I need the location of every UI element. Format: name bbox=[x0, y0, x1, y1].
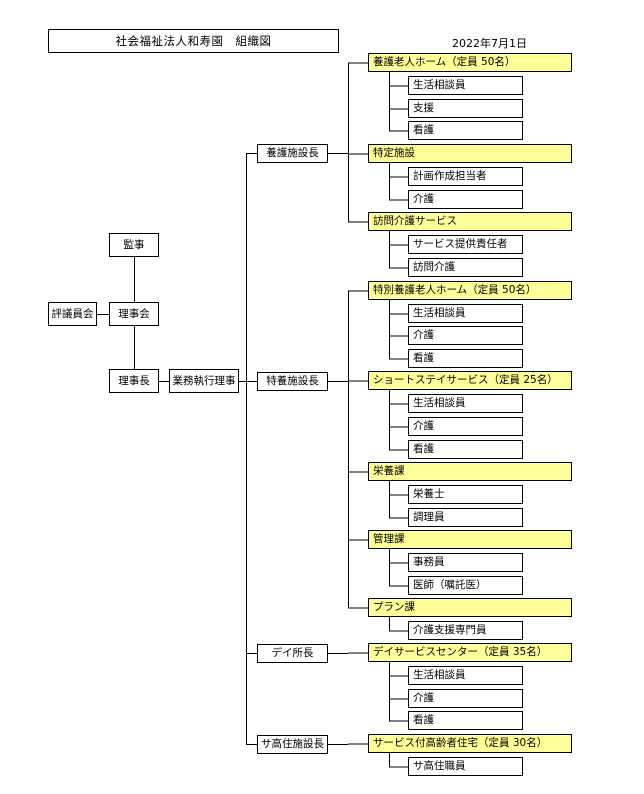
role-box: 介護 bbox=[408, 417, 523, 436]
unit-box: サービス付高齢者住宅（定員 30名） bbox=[368, 734, 572, 753]
manager-box: サ高住施設長 bbox=[257, 735, 328, 754]
unit-box: 特定施設 bbox=[368, 144, 572, 163]
role-box: 調理員 bbox=[408, 508, 523, 527]
executive-director-box: 業務執行理事 bbox=[169, 369, 239, 393]
role-box: 介護 bbox=[408, 689, 523, 708]
role-box: 事務員 bbox=[408, 553, 523, 572]
unit-box: ショートステイサービス（定員 25名） bbox=[368, 371, 572, 390]
role-box: 介護支援専門員 bbox=[408, 621, 523, 640]
role-box: 生活相談員 bbox=[408, 666, 523, 685]
chairman-box: 理事長 bbox=[109, 369, 159, 393]
role-box: 生活相談員 bbox=[408, 76, 523, 95]
role-box: 訪問介護 bbox=[408, 258, 523, 277]
role-box: 医師（嘱託医） bbox=[408, 576, 523, 595]
role-box: 生活相談員 bbox=[408, 394, 523, 413]
unit-box: デイサービスセンター（定員 35名） bbox=[368, 643, 572, 662]
unit-box: プラン課 bbox=[368, 598, 572, 617]
document-date: 2022年7月1日 bbox=[452, 37, 527, 50]
role-box: 介護 bbox=[408, 326, 523, 345]
role-box: 看護 bbox=[408, 711, 523, 730]
page-title: 社会福祉法人和寿園 組織図 bbox=[48, 29, 339, 53]
manager-box: デイ所長 bbox=[257, 644, 328, 663]
role-box: 看護 bbox=[408, 440, 523, 459]
role-box: サ高住職員 bbox=[408, 757, 523, 776]
council-box: 評議員会 bbox=[48, 302, 97, 326]
manager-box: 特養施設長 bbox=[257, 372, 328, 391]
unit-box: 特別養護老人ホーム（定員 50名） bbox=[368, 281, 572, 300]
auditor-box: 監事 bbox=[109, 233, 159, 257]
unit-box: 管理課 bbox=[368, 530, 572, 549]
role-box: 介護 bbox=[408, 190, 523, 209]
unit-box: 訪問介護サービス bbox=[368, 212, 572, 231]
role-box: 計画作成担当者 bbox=[408, 167, 523, 186]
role-box: 生活相談員 bbox=[408, 304, 523, 323]
manager-box: 養護施設長 bbox=[257, 144, 328, 163]
unit-box: 養護老人ホーム（定員 50名） bbox=[368, 53, 572, 72]
unit-box: 栄養課 bbox=[368, 462, 572, 481]
role-box: 支援 bbox=[408, 99, 523, 118]
role-box: 栄養士 bbox=[408, 485, 523, 504]
board-box: 理事会 bbox=[109, 302, 159, 326]
role-box: 看護 bbox=[408, 349, 523, 368]
role-box: 看護 bbox=[408, 121, 523, 140]
role-box: サービス提供責任者 bbox=[408, 235, 523, 254]
